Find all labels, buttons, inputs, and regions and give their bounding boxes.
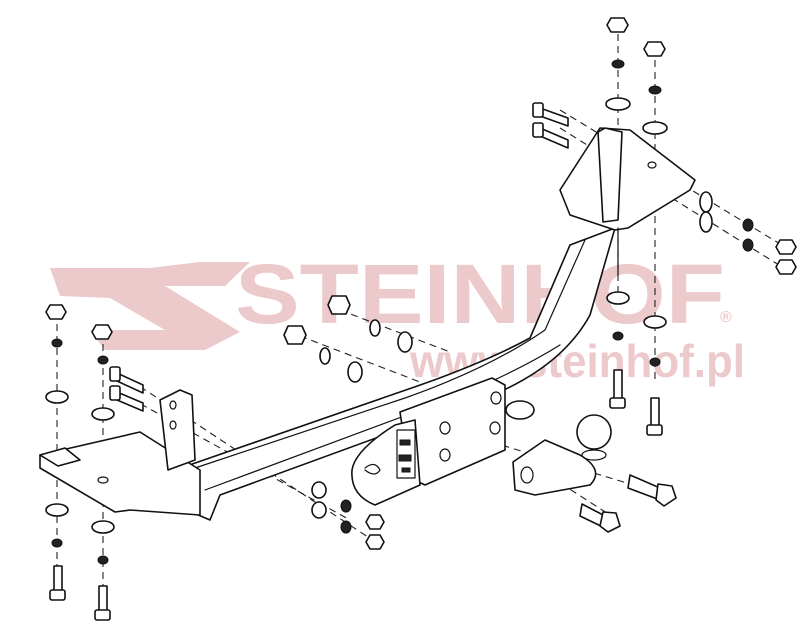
nuts [45, 17, 797, 550]
watermark-brand: STEINHOF [235, 247, 725, 341]
washers [45, 97, 713, 534]
bracket-right [559, 127, 696, 276]
tow-ball [505, 400, 612, 496]
vertical-bolts [49, 369, 663, 621]
hex-bolts-left [109, 366, 144, 412]
hitch-bolts [579, 474, 677, 533]
socket-plate [351, 377, 506, 506]
spring-washers [51, 59, 754, 565]
bracket-left [39, 389, 201, 516]
watermark-registered-mark: ® [720, 309, 732, 326]
hex-bolts-top [532, 102, 569, 149]
steinhof-watermark: STEINHOF ® www.steinhof.pl [50, 247, 745, 387]
steinhof-s-logo-icon [50, 262, 250, 350]
